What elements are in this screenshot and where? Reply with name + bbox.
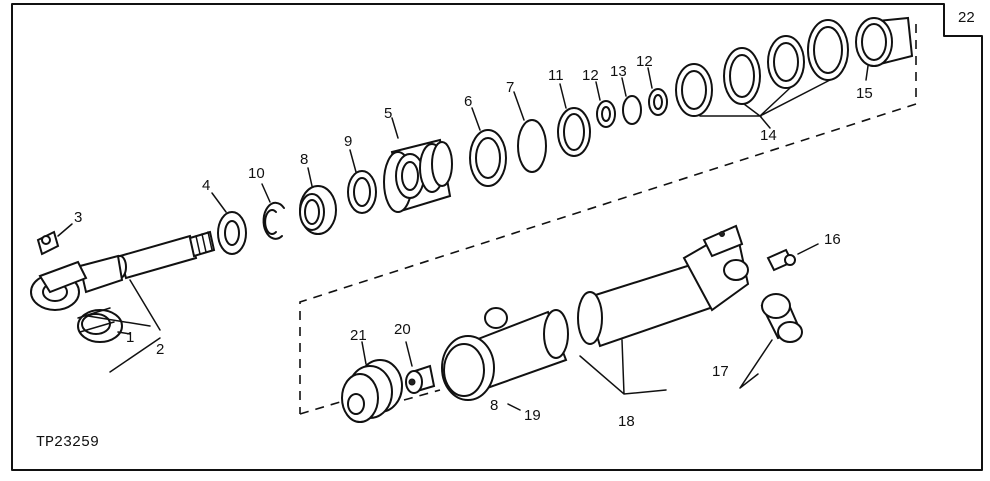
part-15-wear-ring <box>855 16 914 81</box>
figure-code: TP23259 <box>36 434 99 451</box>
part-12-ring-a <box>595 81 616 128</box>
part-12-ring-b <box>647 67 668 116</box>
part-20-nut <box>405 341 436 394</box>
kit-outline-bottom-2 <box>403 389 441 401</box>
callout-18: 18 <box>618 413 635 430</box>
callout-8-lower: 8 <box>490 397 498 414</box>
callout-19: 19 <box>524 407 541 424</box>
callout-16: 16 <box>824 231 841 248</box>
callout-12-b: 12 <box>636 53 653 70</box>
part-18-cylinder-tube <box>577 224 750 395</box>
callout-2: 2 <box>156 341 164 358</box>
callout-17: 17 <box>712 363 729 380</box>
part-21-piston <box>341 341 403 423</box>
part-5-rod-guide <box>383 117 453 213</box>
leader-2 <box>87 279 161 373</box>
kit-outline <box>299 23 917 414</box>
callout-6: 6 <box>464 93 472 110</box>
part-1-bushing <box>77 307 123 343</box>
part-4-wiper-ring <box>211 192 247 255</box>
part-2-piston-rod <box>30 230 216 311</box>
part-19-cylinder-barrel <box>441 307 569 411</box>
diagram-frame <box>11 3 983 471</box>
part-9-seal <box>347 149 377 214</box>
part-3-grease-fitting <box>36 223 73 256</box>
callout-4: 4 <box>202 177 210 194</box>
callout-3: 3 <box>74 209 82 226</box>
callout-22: 22 <box>958 9 975 26</box>
part-16-grease-fitting <box>766 243 819 272</box>
part-6-backup-ring <box>469 107 507 187</box>
callout-13: 13 <box>610 63 627 80</box>
part-10-snap-ring <box>261 183 285 240</box>
part-17-bushing <box>739 293 803 389</box>
callout-12-a: 12 <box>582 67 599 84</box>
callout-11: 11 <box>548 67 564 84</box>
callout-8-upper: 8 <box>300 151 308 168</box>
part-8-upper-ring <box>299 167 337 235</box>
callout-21: 21 <box>350 327 367 344</box>
callout-1: 1 <box>126 329 134 346</box>
callout-7: 7 <box>506 79 514 96</box>
callout-20: 20 <box>394 321 411 338</box>
callout-14: 14 <box>760 127 777 144</box>
callout-9: 9 <box>344 133 352 150</box>
callout-15: 15 <box>856 85 873 102</box>
part-11-seal <box>557 83 591 157</box>
callout-5: 5 <box>384 105 392 122</box>
part-7-o-ring <box>513 91 547 173</box>
part-14-piston-rings <box>675 19 849 129</box>
part-13-o-ring <box>621 77 642 125</box>
leader-1 <box>117 331 131 335</box>
callout-10: 10 <box>248 165 265 182</box>
kit-outline-bottom <box>299 401 341 415</box>
